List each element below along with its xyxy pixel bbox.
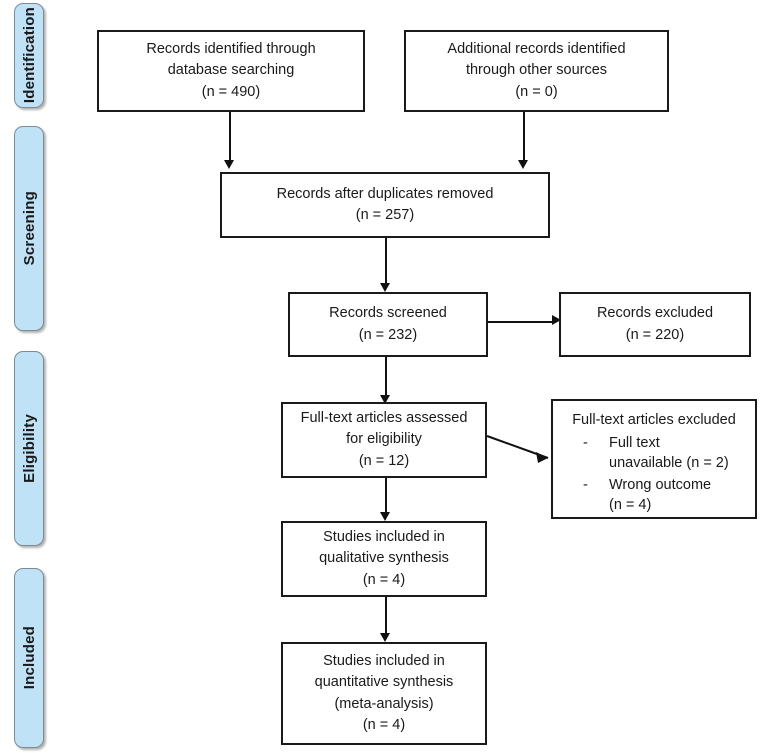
bullet-1-line-1: Full text: [609, 435, 660, 452]
node-duplicates-removed-count: (n = 257): [355, 207, 415, 223]
arrowhead-fulltext-to-qualitative: [380, 512, 390, 521]
bullet-2-line-1: Wrong outcome: [609, 476, 712, 493]
connector-duplicates-to-screened: [385, 238, 387, 286]
arrowhead-screened-to-fulltext: [380, 395, 390, 404]
node-fulltext-excluded: Full-text articles excluded - Full text …: [551, 399, 757, 519]
node-records-identified: Records identified through database sear…: [97, 30, 365, 112]
node-additional-records-line-2: through other sources: [465, 62, 608, 79]
node-fulltext-excluded-bullet-list: - Full text unavailable (n = 2) - Wrong …: [559, 432, 749, 515]
node-qualitative-synthesis-line-2: qualitative synthesis: [319, 550, 449, 567]
arrowhead-additional-to-duplicates: [518, 160, 528, 169]
bullet-marker-2: -: [583, 476, 588, 493]
connector-qualitative-to-quantitative: [385, 597, 387, 637]
node-duplicates-removed: Records after duplicates removed (n = 25…: [220, 172, 550, 238]
node-records-identified-line-2: database searching: [167, 62, 295, 79]
node-additional-records: Additional records identified through ot…: [404, 30, 669, 112]
connector-screened-to-excluded: [488, 321, 556, 323]
node-qualitative-synthesis: Studies included in qualitative synthesi…: [281, 521, 487, 597]
connector-fulltext-to-qualitative: [385, 478, 387, 516]
arrowhead-identified-to-duplicates: [224, 160, 234, 169]
node-fulltext-assessed-line-2: for eligibility: [346, 431, 422, 448]
connector-screened-to-fulltext: [385, 357, 387, 399]
node-quantitative-synthesis-count: (n = 4): [362, 716, 406, 733]
bullet-2-line-2: (n = 4): [609, 496, 652, 513]
node-fulltext-excluded-bullet-2: - Wrong outcome (n = 4): [577, 475, 749, 516]
node-qualitative-synthesis-count: (n = 4): [362, 571, 406, 588]
phase-label-included: Included: [14, 568, 44, 748]
node-records-screened: Records screened (n = 232): [288, 292, 488, 357]
node-fulltext-assessed-count: (n = 12): [358, 452, 410, 469]
bullet-marker-1: -: [583, 435, 588, 452]
node-fulltext-assessed-line-1: Full-text articles assessed: [300, 410, 468, 427]
node-records-excluded-line-1: Records excluded: [596, 305, 714, 322]
node-quantitative-synthesis-line-3: (meta-analysis): [334, 695, 434, 712]
node-records-screened-count: (n = 232): [358, 326, 418, 343]
node-additional-records-line-1: Additional records identified: [447, 41, 626, 58]
node-records-screened-line-1: Records screened: [329, 305, 447, 322]
phase-label-screening: Screening: [14, 126, 44, 331]
node-quantitative-synthesis-line-1: Studies included in: [323, 653, 445, 670]
node-additional-records-count: (n = 0): [515, 83, 558, 100]
node-records-identified-line-1: Records identified through: [146, 41, 316, 58]
node-fulltext-excluded-heading: Full-text articles excluded: [572, 412, 736, 428]
phase-label-eligibility: Eligibility: [14, 351, 44, 546]
node-fulltext-assessed: Full-text articles assessed for eligibil…: [281, 402, 487, 478]
node-qualitative-synthesis-line-1: Studies included in: [323, 529, 445, 546]
node-fulltext-excluded-bullet-1: - Full text unavailable (n = 2): [577, 433, 749, 474]
bullet-1-line-2: unavailable (n = 2): [609, 455, 729, 472]
arrowhead-qualitative-to-quantitative: [380, 633, 390, 642]
node-quantitative-synthesis-line-2: quantitative synthesis: [314, 674, 454, 691]
node-records-excluded: Records excluded (n = 220): [559, 292, 751, 357]
node-quantitative-synthesis: Studies included in quantitative synthes…: [281, 642, 487, 745]
node-duplicates-removed-line-1: Records after duplicates removed: [276, 185, 494, 202]
node-records-excluded-count: (n = 220): [625, 326, 685, 343]
connector-identified-to-duplicates: [229, 111, 231, 163]
arrowhead-screened-to-excluded: [552, 315, 561, 325]
phase-label-identification: Identification: [14, 3, 44, 108]
node-records-identified-count: (n = 490): [201, 83, 261, 100]
arrowhead-duplicates-to-screened: [380, 283, 390, 292]
connector-additional-to-duplicates: [523, 111, 525, 163]
